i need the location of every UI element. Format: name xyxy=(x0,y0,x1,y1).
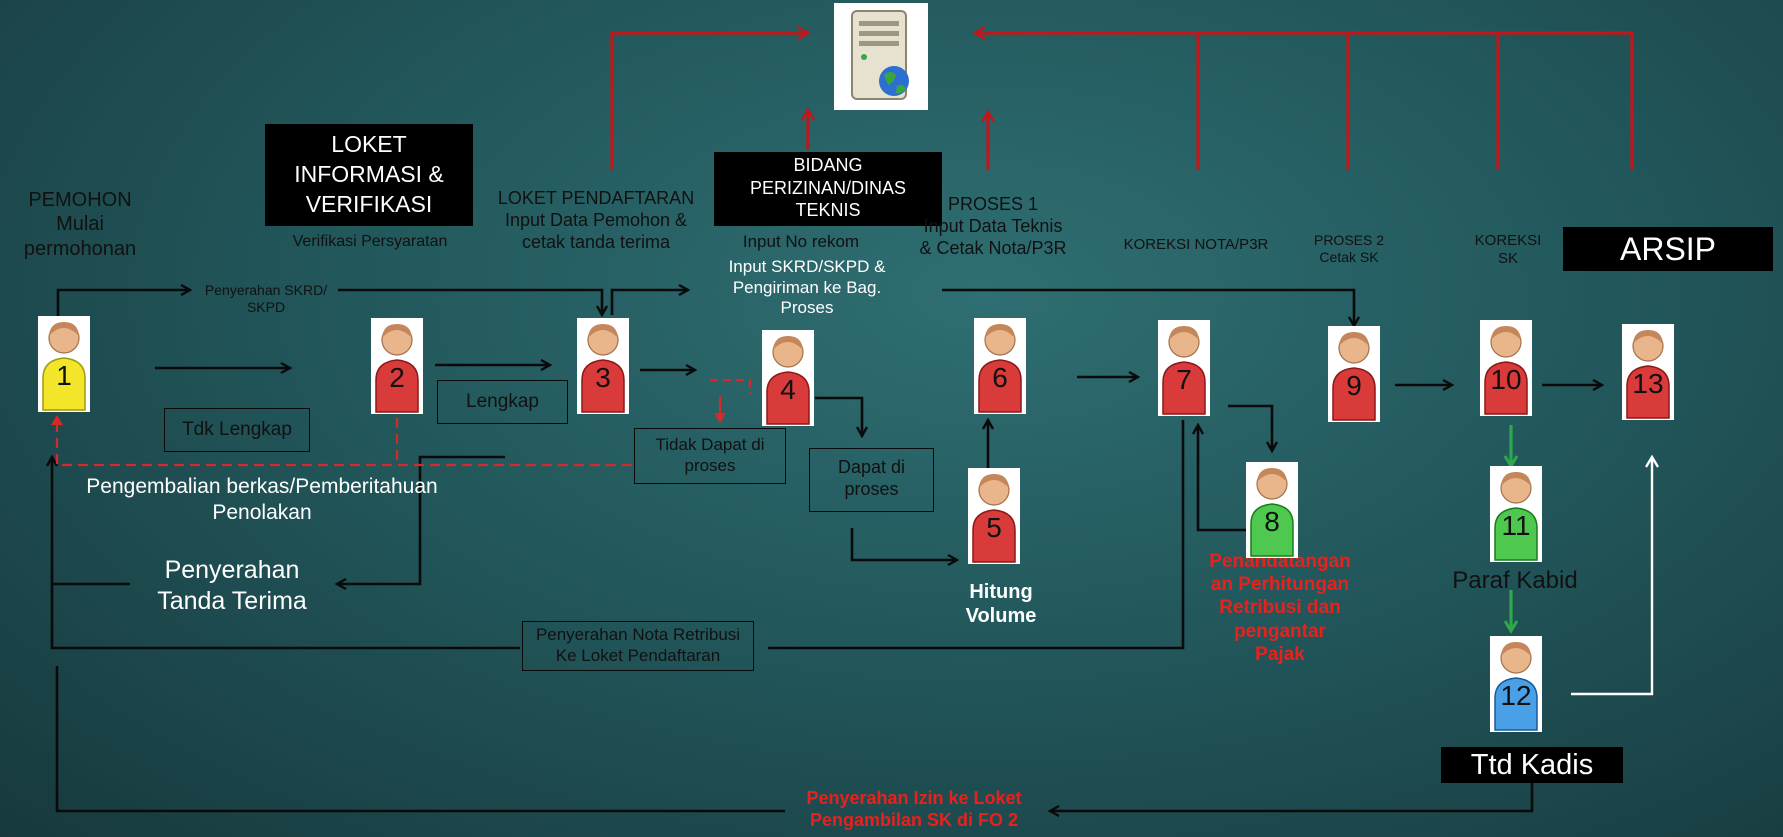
server-link-right xyxy=(975,33,1634,170)
arrow-receipt xyxy=(337,455,505,584)
server-links xyxy=(610,33,1634,170)
arrow-izin-left xyxy=(55,666,785,813)
label-paraf-kabid: Paraf Kabid xyxy=(1452,567,1578,594)
user-icon xyxy=(581,324,625,413)
reject-from-4 xyxy=(710,378,752,394)
person-13: 13 xyxy=(1622,324,1674,420)
person-number: 2 xyxy=(389,362,405,393)
label-input-skrd: Input SKRD/SKPD &Pengiriman ke Bag.Prose… xyxy=(728,257,886,318)
person-number: 13 xyxy=(1632,368,1664,399)
person-3: 3 xyxy=(577,318,629,414)
label-tdk-lengkap: Tdk Lengkap xyxy=(164,408,310,452)
person-number: 4 xyxy=(780,374,796,405)
label-penyerahan-skrd: Penyerahan SKRD/SKPD xyxy=(204,282,328,316)
user-icon xyxy=(375,324,419,413)
person-number: 8 xyxy=(1264,506,1280,537)
arrow-4-to-dapat xyxy=(815,396,862,436)
person-number: 7 xyxy=(1176,364,1192,395)
label-input-rekom: Input No rekom xyxy=(742,232,860,251)
rejection-path xyxy=(51,378,752,467)
header-arsip: ARSIP xyxy=(1563,227,1773,271)
arrow-8-to-7 xyxy=(1198,425,1260,532)
person-number: 1 xyxy=(56,360,72,391)
arrow-1-to-handover xyxy=(56,290,190,318)
person-number: 3 xyxy=(595,362,611,393)
person-4: 4 xyxy=(762,330,814,426)
person-12: 12 xyxy=(1490,636,1542,732)
person-number: 11 xyxy=(1501,510,1531,541)
person-number: 5 xyxy=(986,512,1002,543)
arrow-dapat-to-5 xyxy=(850,528,957,560)
arrow-7-to-8 xyxy=(1228,404,1272,451)
arrow-7-nota-return xyxy=(768,420,1185,650)
person-1: 1 xyxy=(38,316,90,412)
arrow-nota-to-1 xyxy=(52,457,520,650)
person-number: 9 xyxy=(1346,370,1362,401)
user-icon xyxy=(42,322,86,411)
person-9: 9 xyxy=(1328,326,1380,422)
person-2: 2 xyxy=(371,318,423,414)
label-lengkap: Lengkap xyxy=(437,380,568,424)
person-6: 6 xyxy=(974,318,1026,414)
person-8: 8 xyxy=(1246,462,1298,558)
person-10: 10 xyxy=(1480,320,1532,416)
arrow-3-to-bidang xyxy=(610,290,688,315)
user-icon xyxy=(978,324,1022,413)
arrow-skrd-to-3 xyxy=(338,288,602,315)
user-icon xyxy=(972,474,1016,563)
person-number: 10 xyxy=(1490,364,1522,395)
person-11: 11 xyxy=(1490,466,1542,562)
label-ttd-kadis: Ttd Kadis xyxy=(1441,747,1623,783)
arrow-bidang-to-9 xyxy=(942,288,1354,326)
label-verifikasi: Verifikasi Persyaratan xyxy=(292,233,448,250)
user-icon xyxy=(1626,330,1670,419)
server-globe-icon xyxy=(851,10,909,100)
arrow-izin-return xyxy=(1050,778,1534,811)
user-icon xyxy=(1332,332,1376,421)
header-koreksi-nota: KOREKSI NOTA/P3R xyxy=(1123,236,1269,253)
person-number: 6 xyxy=(992,362,1008,393)
user-icon xyxy=(1250,468,1294,557)
arrow-12-to-13 xyxy=(1571,458,1652,696)
user-icon xyxy=(1494,472,1538,561)
server-link-left xyxy=(610,33,808,170)
server-icon xyxy=(834,3,928,110)
main-flow xyxy=(52,290,1602,811)
user-icon xyxy=(1162,326,1206,415)
user-icon xyxy=(1494,642,1538,731)
person-number: 12 xyxy=(1500,680,1532,711)
person-5: 5 xyxy=(968,468,1020,564)
user-icon xyxy=(766,336,810,425)
person-7: 7 xyxy=(1158,320,1210,416)
user-icon xyxy=(1484,326,1528,415)
